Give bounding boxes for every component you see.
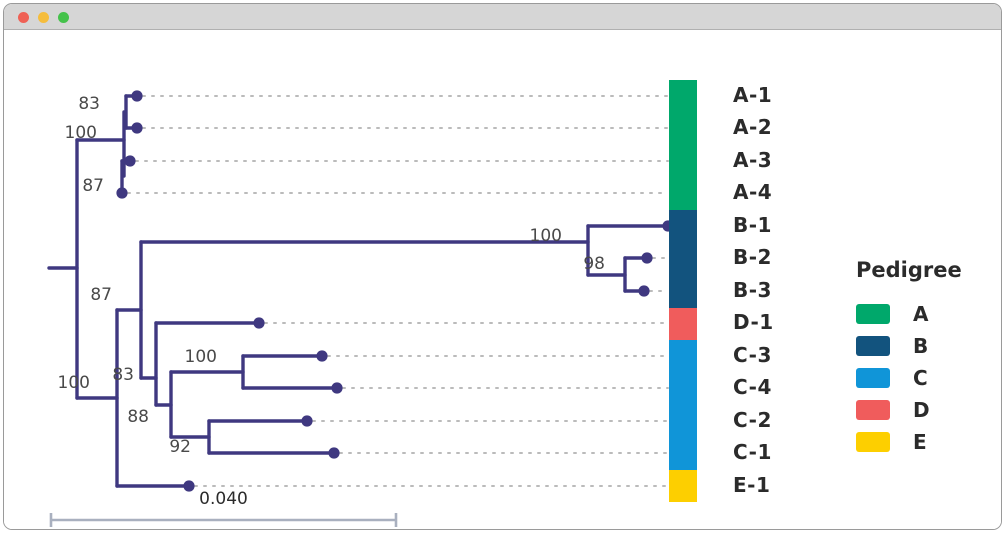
tip-node-c-2[interactable] [301,415,313,427]
scale-bar: 0.040 [49,489,398,527]
tip-node-a-1[interactable] [131,90,143,102]
legend-swatch-a [856,304,890,324]
color-strip-b [669,210,697,308]
bootstrap-value-a-clade: 100 [65,123,97,143]
legend-swatch-e [856,432,890,452]
legend-swatch-c [856,368,890,388]
tree-branches [47,94,670,488]
legend-item-b[interactable]: B [856,330,962,362]
tip-label-d-1: D-1 [733,310,774,334]
bootstrap-value-root-split: 100 [58,373,90,393]
tip-node-c-4[interactable] [331,382,343,394]
bootstrap-value-a3-a4: 87 [82,176,104,196]
legend-item-d[interactable]: D [856,394,962,426]
legend-label-c: C [913,366,928,390]
tip-node-b-2[interactable] [641,252,653,264]
color-strip-c [669,340,697,470]
tip-label-a-3: A-3 [733,148,773,172]
tip-label-c-4: C-4 [733,375,772,399]
tip-node-e-1[interactable] [183,480,195,492]
minimize-button[interactable] [38,12,49,23]
tip-node-a-2[interactable] [131,122,143,134]
window-titlebar [4,4,1001,30]
tip-connector-lines [127,95,675,487]
tip-node-c-1[interactable] [328,447,340,459]
tip-label-c-3: C-3 [733,343,772,367]
tip-label-b-2: B-2 [733,245,772,269]
tip-label-b-1: B-1 [733,213,772,237]
color-strip-e [669,470,697,502]
bootstrap-value-d-c-clade: 83 [112,365,134,385]
legend-label-a: A [913,302,929,326]
tip-node-a-4[interactable] [116,187,128,199]
zoom-button[interactable] [58,12,69,23]
bootstrap-value-bcd-clade: 87 [90,285,112,305]
bootstrap-value-a1-a2: 83 [78,94,100,114]
legend-label-d: D [913,398,930,422]
tip-label-a-1: A-1 [733,83,773,107]
bootstrap-value-c1-c2: 92 [169,437,191,457]
scale-bar-label: 0.040 [199,489,248,509]
bootstrap-labels: 83 100 87 100 98 87 100 83 100 88 92 [58,94,605,457]
tip-label-e-1: E-1 [733,473,771,497]
legend-item-e[interactable]: E [856,426,962,458]
close-button[interactable] [18,12,29,23]
legend-item-c[interactable]: C [856,362,962,394]
tip-node-c-3[interactable] [316,350,328,362]
tip-label-a-2: A-2 [733,115,773,139]
color-strip-a [669,80,697,210]
bootstrap-value-b2-b3: 98 [583,254,605,274]
tip-node-d-1[interactable] [253,317,265,329]
legend-label-b: B [913,334,929,358]
tip-label-b-3: B-3 [733,278,772,302]
legend-item-a[interactable]: A [856,298,962,330]
legend-swatch-b [856,336,890,356]
legend-swatch-d [856,400,890,420]
tip-nodes [116,90,674,492]
tip-node-a-3[interactable] [124,155,136,167]
color-strip-d [669,308,697,340]
bootstrap-value-c3-c4: 100 [185,347,217,367]
phylogenetic-tree: 83 100 87 100 98 87 100 83 100 88 92 0.040 [47,90,675,527]
tip-label-a-4: A-4 [733,180,773,204]
tip-label-c-1: C-1 [733,440,772,464]
legend-label-e: E [913,430,927,454]
bootstrap-value-b-clade: 100 [530,226,562,246]
tip-label-c-2: C-2 [733,408,772,432]
bootstrap-value-c-clade: 88 [127,407,149,427]
tip-node-b-3[interactable] [638,285,650,297]
legend-title: Pedigree [856,258,962,282]
